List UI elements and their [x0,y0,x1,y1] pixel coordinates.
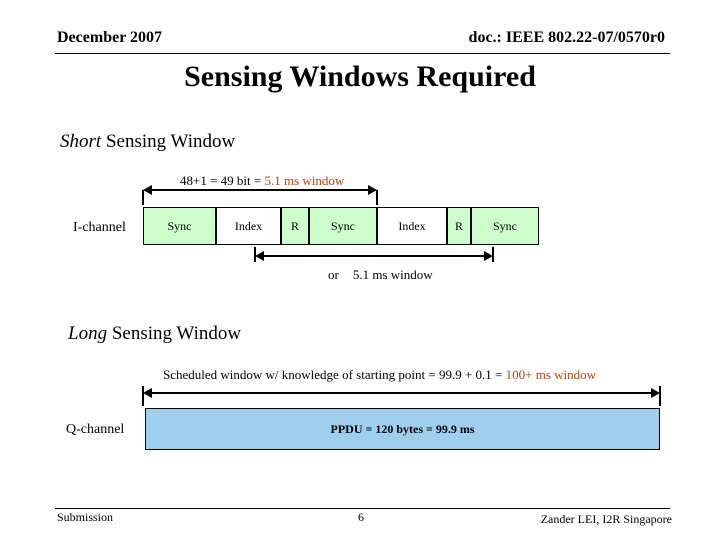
header-doc-number: doc.: IEEE 802.22-07/0570r0 [468,29,665,46]
short-window-caption: 48+1 = 49 bit = 5.1 ms window [180,173,344,189]
segment-r-2: R [447,207,471,245]
alt-window-or: or [328,267,339,282]
long-window-caption-text: Scheduled window w/ knowledge of startin… [163,367,506,382]
alt-window-caption-text: 5.1 ms window [352,267,433,282]
segment-sync-1: Sync [143,207,216,245]
long-window-caption: Scheduled window w/ knowledge of startin… [163,367,596,383]
i-channel-label: I-channel [73,220,126,235]
slide-title: Sensing Windows Required [184,60,536,93]
segment-sync-2: Sync [309,207,377,245]
long-window-caption-accent: 100+ ms window [505,367,597,382]
long-window-arrow [142,386,661,406]
long-window-heading-rest: Sensing Window [107,323,242,344]
footer-page-number: 6 [358,510,364,524]
footer-submission: Submission [57,510,114,524]
short-window-caption-text: 48+1 = 49 bit = [180,173,265,188]
header-date: December 2007 [57,29,162,46]
ppdu-block: PPDU = 120 bytes = 99.9 ms [145,408,660,450]
short-window-heading-italic: Short [60,131,102,152]
footer-author: Zander LEI, I2R Singapore [540,512,672,526]
header-divider [55,53,670,54]
alt-window-caption: or 5.1 ms window [328,267,433,283]
short-window-caption-accent: 5.1 ms window [264,173,345,188]
q-channel-label: Q-channel [66,422,125,437]
long-window-heading: Long Sensing Window [68,323,241,345]
alt-window-arrow [254,247,494,262]
long-window-heading-italic: Long [68,323,108,344]
segment-index-2: Index [377,207,447,245]
segment-r-1: R [281,207,309,245]
footer-divider [55,508,670,509]
short-window-arrow [142,185,378,205]
segment-index-1: Index [216,207,281,245]
short-window-heading-rest: Sensing Window [101,131,236,152]
short-window-heading: Short Sensing Window [60,131,235,153]
segment-sync-3: Sync [471,207,539,245]
